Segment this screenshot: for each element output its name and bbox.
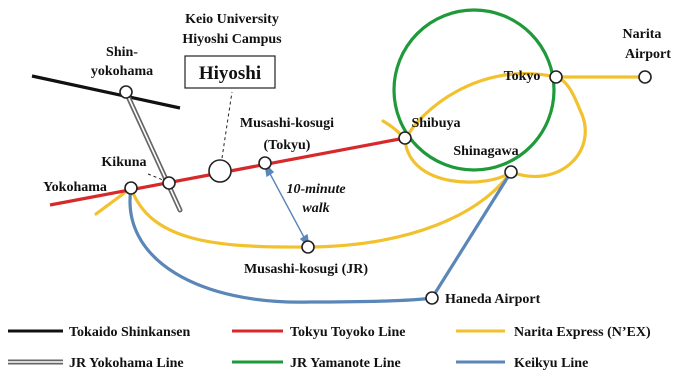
legend-label-keikyu: Keikyu Line xyxy=(514,356,588,371)
shin-yokohama-label-line2: yokohama xyxy=(91,64,153,79)
legend: Tokaido Shinkansen Tokyu Toyoko Line Nar… xyxy=(8,325,651,371)
keio-label-line1: Keio University xyxy=(185,12,279,27)
keio-label-line2: Hiyoshi Campus xyxy=(182,32,282,47)
yokohama-label: Yokohama xyxy=(43,180,107,195)
shinagawa-label: Shinagawa xyxy=(453,144,518,159)
hiyoshi-pointer xyxy=(221,91,233,159)
jr-yokohama-line xyxy=(123,89,183,213)
walk-label-line1: 10-minute xyxy=(286,182,345,197)
station-musashi-kosugi-tokyu[interactable] xyxy=(258,156,272,170)
shibuya-label: Shibuya xyxy=(411,116,460,131)
musashi-kosugi-tokyu-label-line2: (Tokyu) xyxy=(264,138,311,153)
tokyo-label: Tokyo xyxy=(504,69,541,84)
station-haneda-airport[interactable] xyxy=(425,291,439,305)
musashi-kosugi-jr-label: Musashi-kosugi (JR) xyxy=(244,262,368,277)
legend-label-tokaido-shinkansen: Tokaido Shinkansen xyxy=(69,325,190,340)
musashi-kosugi-tokyu-label-line1: Musashi-kosugi xyxy=(240,116,334,131)
shin-yokohama-label-line1: Shin- xyxy=(106,45,138,60)
legend-label-tokyu-toyoko: Tokyu Toyoko Line xyxy=(290,325,405,340)
legend-label-jr-yamanote: JR Yamanote Line xyxy=(290,356,401,371)
narita-airport-label-line1: Narita xyxy=(623,27,662,42)
narita-airport-label-line2: Airport xyxy=(625,47,671,62)
walk-label-line2: walk xyxy=(302,201,329,216)
legend-label-narita-express: Narita Express (N’EX) xyxy=(514,325,651,340)
station-hiyoshi[interactable] xyxy=(208,159,232,183)
legend-label-jr-yokohama: JR Yokohama Line xyxy=(69,356,184,371)
narita-express-line xyxy=(94,71,647,249)
station-kikuna[interactable] xyxy=(162,176,176,190)
station-shinagawa[interactable] xyxy=(504,165,518,179)
keikyu-line xyxy=(128,170,513,304)
haneda-airport-label: Haneda Airport xyxy=(445,292,541,307)
station-yokohama[interactable] xyxy=(124,181,138,195)
station-shibuya[interactable] xyxy=(398,131,412,145)
station-tokyo[interactable] xyxy=(549,70,563,84)
tokaido-shinkansen-line xyxy=(31,74,181,110)
kikuna-label: Kikuna xyxy=(101,155,146,170)
hiyoshi-label-box xyxy=(184,55,276,89)
station-shin-yokohama[interactable] xyxy=(119,85,133,99)
jr-yamanote-line xyxy=(392,8,556,172)
hiyoshi-label: Hiyoshi xyxy=(199,63,261,84)
station-musashi-kosugi-jr[interactable] xyxy=(301,240,315,254)
station-narita-airport[interactable] xyxy=(638,70,652,84)
